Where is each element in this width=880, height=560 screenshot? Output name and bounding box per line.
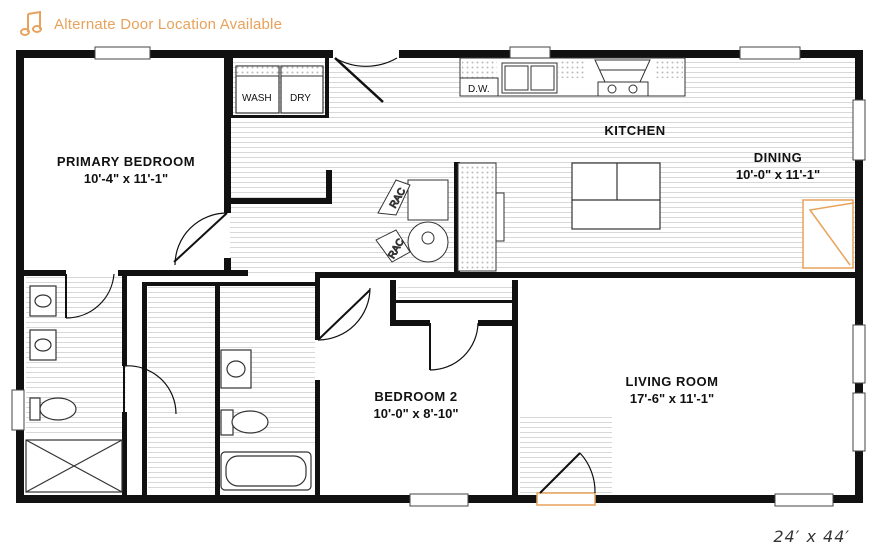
toilet [231,410,269,434]
dishwasher-label: D.W. [468,84,490,95]
kitchen-sink [501,62,558,94]
dryer-label: DRY [290,93,311,104]
window [852,324,866,384]
toilet [39,397,77,421]
pantry-shelf-edge [495,192,505,242]
living-room-name: LIVING ROOM [626,374,719,389]
alternate-door [536,452,596,506]
primary-bedroom-size: 10'-4" x 11'-1" [84,171,168,186]
window [852,392,866,452]
laundry: WASH DRY [235,65,324,114]
overall-dimensions: 24′ x 44′ [773,527,850,546]
dining-alternate-door [802,199,854,269]
window [739,46,801,60]
window [509,46,551,60]
toilet-tank [29,397,41,421]
kitchen-island [571,162,661,230]
bath-2 [220,349,312,491]
dining-size: 10'-0" x 11'-1" [736,167,820,182]
primary-bedroom-name: PRIMARY BEDROOM [57,154,195,169]
kitchen-counter: D.W. [459,57,686,97]
washer-label: WASH [242,93,272,104]
window [774,493,834,507]
range-hood [594,59,651,97]
entry-door [334,57,398,103]
window [11,389,25,431]
dishwasher [459,77,499,97]
entry-door-gap [333,49,399,59]
primary-bath [25,285,123,493]
window [409,493,469,507]
kitchen-name: KITCHEN [604,123,665,138]
window [852,99,866,161]
interior-walls [24,58,860,495]
legend: Alternate Door Location Available [20,10,282,38]
window [94,46,151,60]
room-labels: PRIMARY BEDROOM 10'-4" x 11'-1" KITCHEN … [57,123,820,421]
legend-text: Alternate Door Location Available [54,15,283,33]
windows [11,46,866,507]
toilet-tank [220,409,234,436]
pantry-shelving [457,162,497,272]
living-room-size: 17'-6" x 11'-1" [630,391,714,406]
music-note-icon [20,10,42,36]
bedroom2-size: 10'-0" x 8'-10" [373,406,458,421]
interior-doors [65,212,479,415]
bedroom2-name: BEDROOM 2 [374,389,457,404]
dining-name: DINING [754,150,803,165]
